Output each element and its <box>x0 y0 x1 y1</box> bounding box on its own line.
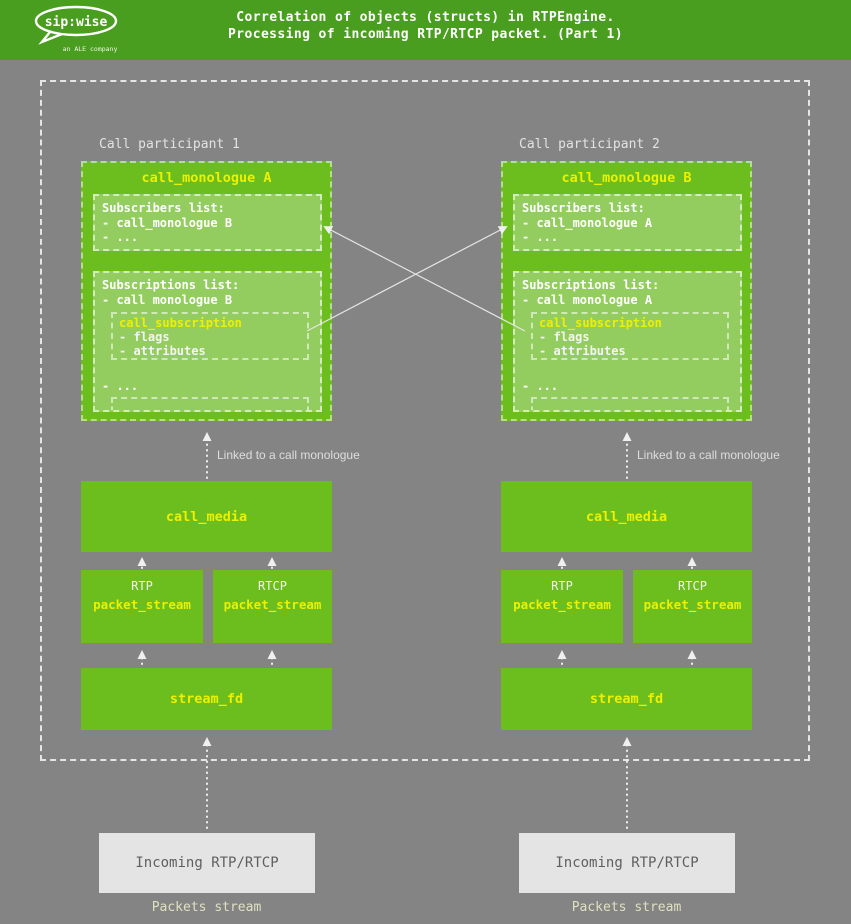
subscribers-list-title: Subscribers list: <box>102 201 225 215</box>
speech-bubble-tail-icon <box>38 31 63 45</box>
rtp-label: RTP <box>131 579 153 593</box>
stream-fd-label: stream_fd <box>169 691 244 707</box>
packet-stream-label: packet_stream <box>643 597 742 612</box>
call-monologue-title: call_monologue B <box>561 170 692 186</box>
subscriptions-list-title: Subscriptions list: <box>522 278 660 292</box>
linked-note: Linked to a call monologue <box>637 448 780 462</box>
linked-note: Linked to a call monologue <box>217 448 360 462</box>
participant-label: Call participant 1 <box>99 137 240 152</box>
call-subscription-title: call_subscription <box>539 316 662 330</box>
participant-column-1: Call participant 1 call_monologue A Subs… <box>81 0 360 924</box>
packet-stream-label: packet_stream <box>93 597 191 612</box>
header-bar: sip:wise an ALE company Correlation of o… <box>0 0 851 60</box>
header-title-line1: Correlation of objects (structs) in RTPE… <box>236 10 615 25</box>
subscriptions-item: - call monologue B <box>102 292 233 307</box>
header-title-line2: Processing of incoming RTP/RTCP packet. … <box>228 27 623 42</box>
call-media-label: call_media <box>585 508 668 525</box>
subscribers-item: - call_monologue B <box>102 215 233 230</box>
call-media-box: call_media <box>81 481 332 552</box>
logo-text: sip:wise <box>45 15 108 30</box>
packet-stream-rtcp-box: RTCP packet_stream <box>633 570 752 643</box>
subscriptions-list-box: Subscriptions list: - call monologue A c… <box>513 271 742 412</box>
rtcp-label: RTCP <box>678 579 707 593</box>
call-subscription-item: - attributes <box>539 344 626 358</box>
incoming-rtp-rtcp-box: Incoming RTP/RTCP <box>519 833 735 893</box>
subscribers-list-box: Subscribers list: - call_monologue A - .… <box>513 194 742 251</box>
incoming-rtp-rtcp-box: Incoming RTP/RTCP <box>99 833 315 893</box>
packets-stream-caption: Packets stream <box>151 900 262 915</box>
stream-fd-box: stream_fd <box>81 668 332 730</box>
participant-label: Call participant 2 <box>519 137 660 152</box>
subscriptions-ellipsis: - ... <box>522 379 559 393</box>
subscribers-item: - ... <box>102 230 139 244</box>
call-media-label: call_media <box>165 508 248 525</box>
incoming-label: Incoming RTP/RTCP <box>555 855 699 871</box>
call-monologue-box: call_monologue A Subscribers list: - cal… <box>81 161 332 421</box>
participant-column-2: Call participant 2 call_monologue B Subs… <box>501 0 780 924</box>
subscriptions-list-title: Subscriptions list: <box>102 278 240 292</box>
packets-stream-caption: Packets stream <box>571 900 682 915</box>
logo-subtext: an ALE company <box>63 45 118 53</box>
diagram-boundary <box>40 80 810 761</box>
stream-fd-box: stream_fd <box>501 668 752 730</box>
subscriptions-ellipsis: - ... <box>102 379 139 393</box>
packet-stream-label: packet_stream <box>513 597 611 612</box>
subscribers-list-title: Subscribers list: <box>522 201 645 215</box>
packet-stream-label: packet_stream <box>223 597 322 612</box>
next-subscription-ghost-box <box>111 397 309 410</box>
packet-stream-rtp-box: RTP packet_stream <box>501 570 623 643</box>
sipwise-logo: sip:wise an ALE company <box>34 5 118 53</box>
speech-bubble-icon <box>34 5 118 37</box>
packet-stream-rtcp-box: RTCP packet_stream <box>213 570 332 643</box>
header-title: Correlation of objects (structs) in RTPE… <box>0 9 851 43</box>
next-subscription-ghost-box <box>531 397 729 410</box>
call-subscription-title: call_subscription <box>119 316 242 330</box>
subscribers-list-box: Subscribers list: - call_monologue B - .… <box>93 194 322 251</box>
rtp-label: RTP <box>551 579 573 593</box>
subscribers-item: - ... <box>522 230 559 244</box>
subscriptions-item: - call monologue A <box>522 292 653 307</box>
call-monologue-title: call_monologue A <box>141 170 272 186</box>
call-media-box: call_media <box>501 481 752 552</box>
rtcp-label: RTCP <box>258 579 287 593</box>
incoming-label: Incoming RTP/RTCP <box>135 855 279 871</box>
call-subscription-item: - attributes <box>119 344 206 358</box>
subscriptions-list-box: Subscriptions list: - call monologue B c… <box>93 271 322 412</box>
packet-stream-rtp-box: RTP packet_stream <box>81 570 203 643</box>
call-subscription-item: - flags <box>119 330 170 344</box>
call-monologue-box: call_monologue B Subscribers list: - cal… <box>501 161 752 421</box>
subscribers-item: - call_monologue A <box>522 215 653 230</box>
call-subscription-box: call_subscription - flags - attributes <box>111 312 309 360</box>
stream-fd-label: stream_fd <box>589 691 664 707</box>
call-subscription-item: - flags <box>539 330 590 344</box>
call-subscription-box: call_subscription - flags - attributes <box>531 312 729 360</box>
